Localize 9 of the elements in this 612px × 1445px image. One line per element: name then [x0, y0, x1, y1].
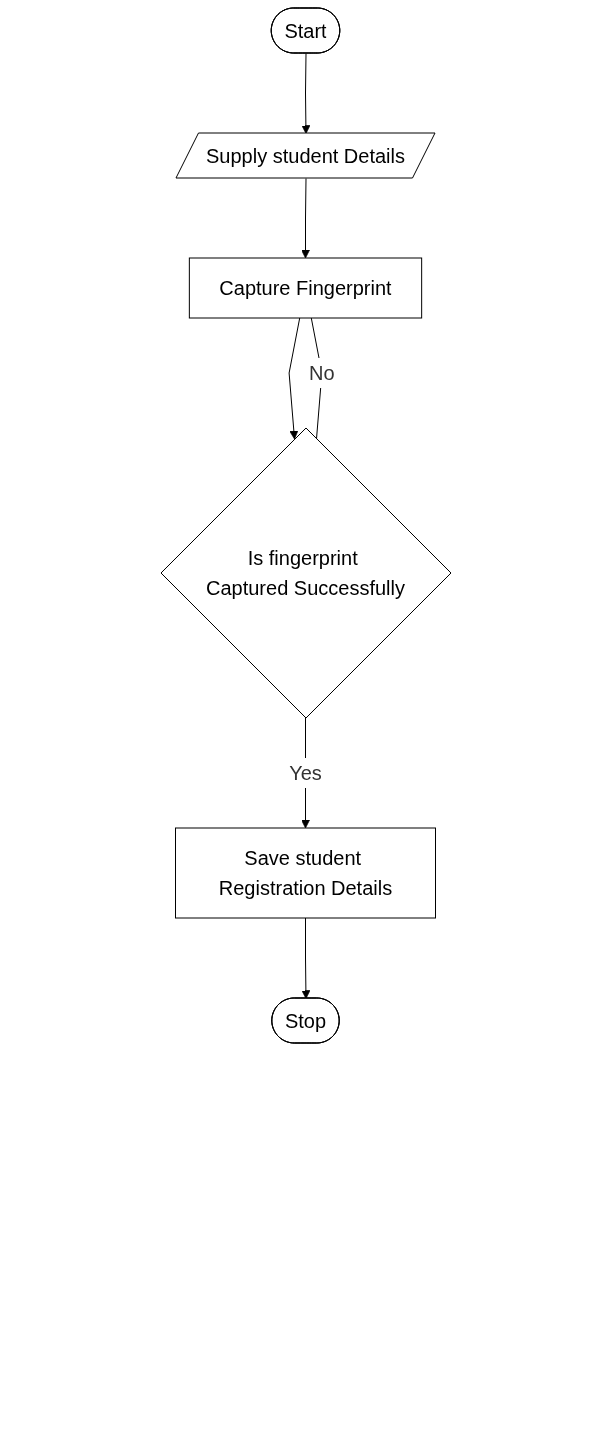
- node-diamond: Is fingerprint Captured Successfully: [160, 427, 452, 719]
- arrow: [288, 317, 301, 440]
- node-box: Capture Fingerprint: [188, 257, 423, 319]
- edge-label: No: [309, 362, 335, 384]
- arrow: [301, 53, 311, 134]
- edge-label: Yes: [289, 762, 322, 784]
- node-box: Save student Registration Details: [175, 827, 436, 919]
- arrow: [301, 917, 311, 999]
- arrow: [301, 178, 310, 259]
